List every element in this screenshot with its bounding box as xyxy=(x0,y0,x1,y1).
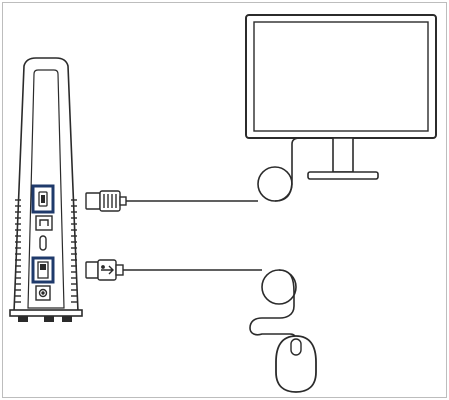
tower-vents-right xyxy=(71,199,77,303)
usb-c-port xyxy=(39,235,47,251)
mouse-scroll-wheel xyxy=(290,338,302,356)
hdmi-plug xyxy=(85,190,127,212)
tower-foot-right xyxy=(62,316,72,322)
monitor-stand-base xyxy=(307,171,379,180)
usb-cable-to-mouse xyxy=(249,269,297,341)
tower-vents-left xyxy=(15,199,21,303)
ethernet-port xyxy=(35,215,53,231)
monitor xyxy=(245,14,437,180)
mouse-body xyxy=(275,335,317,393)
usb-cable xyxy=(122,269,297,341)
hdmi-port xyxy=(31,184,55,214)
tower-foot-middle xyxy=(44,316,54,322)
monitor-stand-neck xyxy=(332,137,354,173)
usb-a-port xyxy=(31,256,55,284)
monitor-bezel xyxy=(245,14,437,139)
tower-back-panel xyxy=(27,69,65,309)
hdmi-cable xyxy=(125,137,333,202)
dc-in-port xyxy=(35,285,51,301)
tower-base xyxy=(9,309,83,317)
monitor-screen xyxy=(253,21,429,132)
usb-a-plug xyxy=(85,259,124,281)
tower-foot-left xyxy=(18,316,28,322)
mouse xyxy=(275,335,317,393)
hdmi-cable-to-monitor xyxy=(274,137,333,202)
